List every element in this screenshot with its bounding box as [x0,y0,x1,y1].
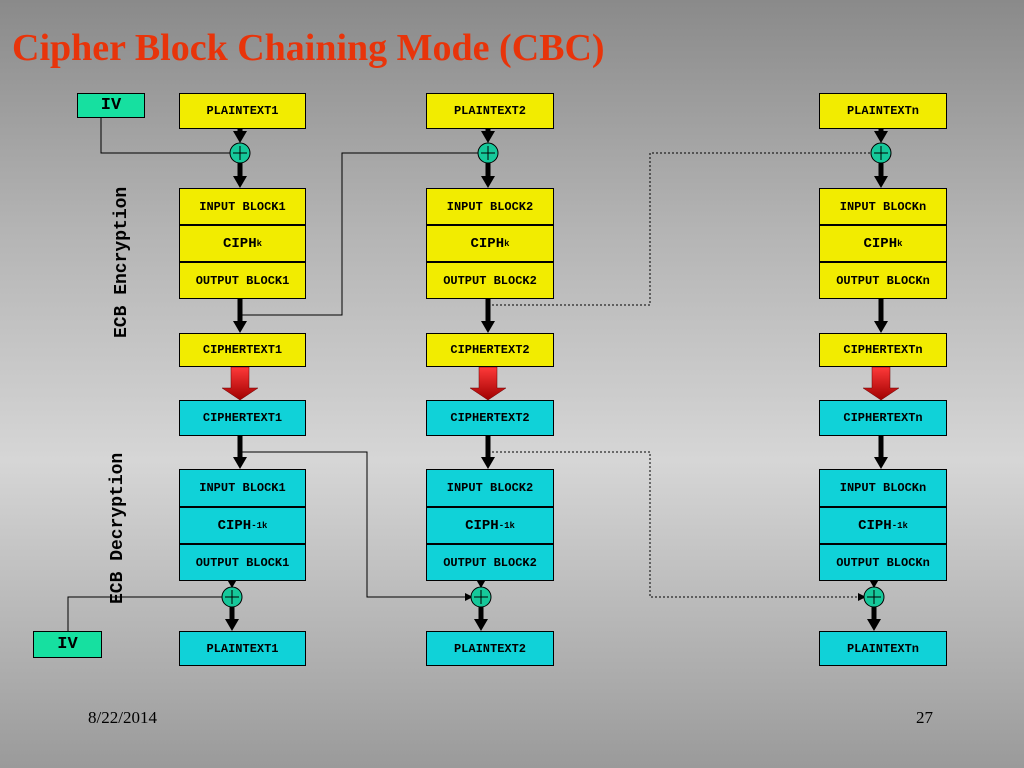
dec-arrow-ct-in-0-head [233,457,247,469]
dec-input-block-1: INPUT BLOCK1 [179,469,306,507]
dec-arrow-ct-in-2-head [874,457,888,469]
enc-arrow-out-ct-0-head [233,321,247,333]
enc-arrow-xor-in-0-head [233,176,247,188]
dec-output-block-n: OUTPUT BLOCKn [819,544,947,581]
ecb-decryption-label: ECB Decryption [108,452,128,604]
enc-arrow-xor-in-1-head [481,176,495,188]
plaintext-top-1: PLAINTEXT1 [179,93,306,129]
chain-enc-2-n [488,152,873,306]
enc-input-block-n: INPUT BLOCKn [819,188,947,225]
xor-icon-enc-2 [870,142,892,164]
enc-arrow-out-ct-1-head [481,321,495,333]
iv-dec-line [67,596,224,631]
enc-output-block-1: OUTPUT BLOCK1 [179,262,306,299]
chain-dec-2-n [488,451,858,598]
red-down-arrow-icon-2 [862,366,900,401]
enc-output-block-2: OUTPUT BLOCK2 [426,262,554,299]
plaintext-top-n: PLAINTEXTn [819,93,947,129]
enc-input-block-1: INPUT BLOCK1 [179,188,306,225]
ciphertext-dec-2: CIPHERTEXT2 [426,400,554,436]
iv-block-decryption: IV [33,631,102,658]
dec-output-block-1: OUTPUT BLOCK1 [179,544,306,581]
slide-title: Cipher Block Chaining Mode (CBC) [12,27,605,69]
plaintext-bottom-1: PLAINTEXT1 [179,631,306,666]
dec-arrow-xor-pt-1-head [474,619,488,631]
iv-block-encryption: IV [77,93,145,118]
enc-arrow-xor-in-2-head [874,176,888,188]
xor-icon-dec-1 [470,586,492,608]
red-down-arrow-icon-1 [469,366,507,401]
plaintext-bottom-n: PLAINTEXTn [819,631,947,666]
dec-arrow-ct-in-1-head [481,457,495,469]
xor-icon-dec-0 [221,586,243,608]
slide-date: 8/22/2014 [88,708,157,727]
ecb-encryption-label: ECB Encryption [112,186,132,338]
enc-arrow-pt-xor-1-head [481,131,495,143]
ciphertext-dec-1: CIPHERTEXT1 [179,400,306,436]
slide-page-number: 27 [916,708,933,727]
ciphertext-enc-1: CIPHERTEXT1 [179,333,306,367]
dec-arrow-xor-pt-0-head [225,619,239,631]
chain-dec-1-2-arrowhead [465,593,473,601]
xor-icon-enc-1 [477,142,499,164]
enc-arrow-pt-xor-0-head [233,131,247,143]
chain-dec-1-2 [240,451,465,598]
enc-input-block-2: INPUT BLOCK2 [426,188,554,225]
xor-icon-enc-0 [229,142,251,164]
iv-enc-line [100,118,232,154]
xor-icon-dec-2 [863,586,885,608]
dec-output-block-2: OUTPUT BLOCK2 [426,544,554,581]
chain-dec-2-n-arrowhead [858,593,866,601]
plaintext-bottom-2: PLAINTEXT2 [426,631,554,666]
dec-arrow-xor-pt-2-head [867,619,881,631]
plaintext-top-2: PLAINTEXT2 [426,93,554,129]
dec-input-block-n: INPUT BLOCKn [819,469,947,507]
red-down-arrow-icon-0 [221,366,259,401]
dec-input-block-2: INPUT BLOCK2 [426,469,554,507]
enc-arrow-out-ct-2-head [874,321,888,333]
enc-output-block-n: OUTPUT BLOCKn [819,262,947,299]
ciphertext-enc-2: CIPHERTEXT2 [426,333,554,367]
ciphertext-dec-n: CIPHERTEXTn [819,400,947,436]
enc-arrow-pt-xor-2-head [874,131,888,143]
ciphertext-enc-n: CIPHERTEXTn [819,333,947,367]
chain-enc-1-2 [240,152,480,316]
